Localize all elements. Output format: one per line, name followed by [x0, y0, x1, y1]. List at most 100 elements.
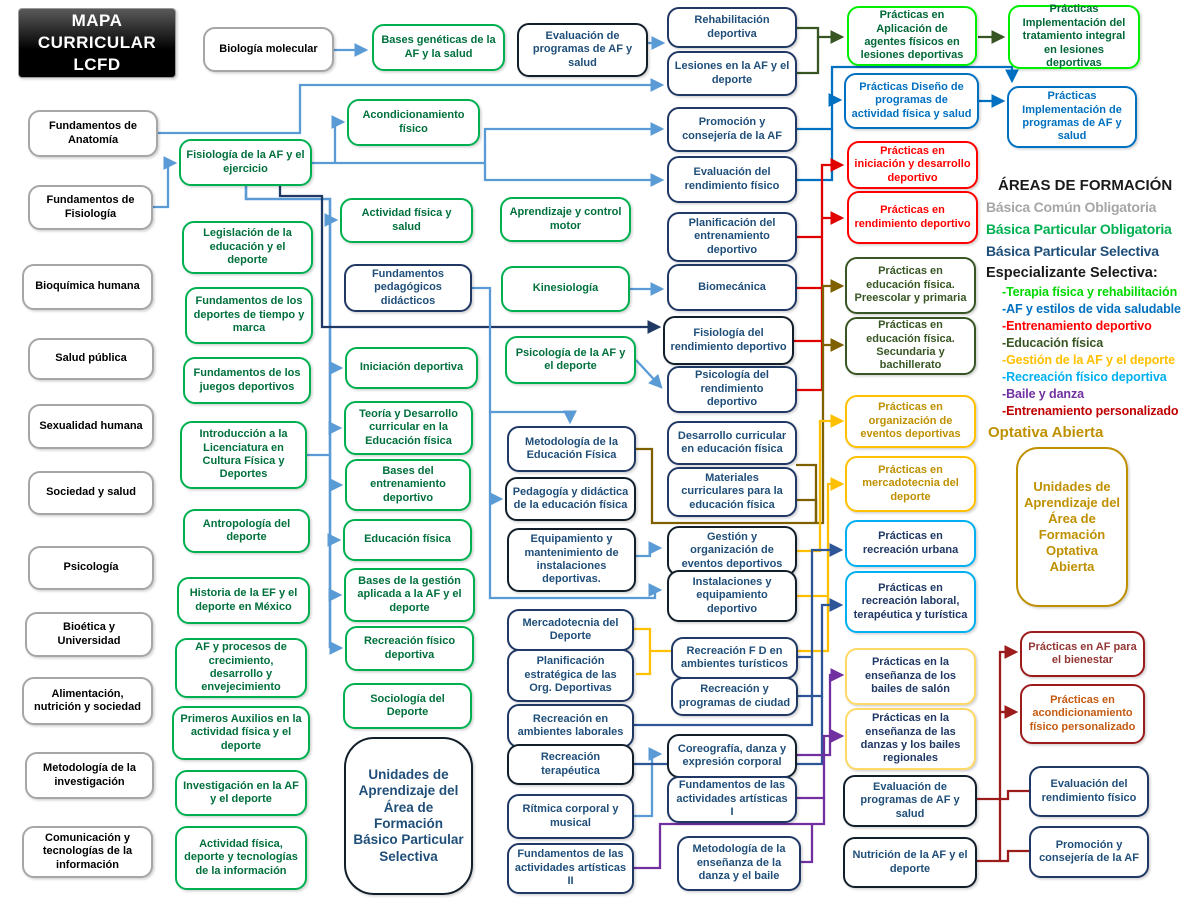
- node-label-recreacion-ambientes-laborales: Recreación en ambientes laborales: [517, 712, 624, 738]
- node-kinesiologia: Kinesiología: [501, 266, 630, 312]
- node-label-fisiologia-af-ejercicio: Fisiología de la AF y el ejercicio: [186, 149, 305, 175]
- legend-item-7: -Entrenamiento personalizado: [1002, 404, 1179, 418]
- node-practicas-agentes-fisicos: Prácticas en Aplicación de agentes físic…: [847, 6, 977, 66]
- node-label-ritmica-corporal: Rítmica corporal y musical: [522, 803, 619, 829]
- node-practicas-recreacion-laboral: Prácticas en recreación laboral, terapéu…: [845, 571, 976, 633]
- node-practicas-implementacion-tratamiento: Prácticas Implementación del tratamiento…: [1008, 3, 1140, 69]
- node-practicas-rendimiento: Prácticas en rendimiento deportivo: [847, 191, 978, 244]
- edge-lb: [635, 359, 663, 389]
- node-label-practicas-acondicionamiento-personalizado: Prácticas en acondicionamiento físico pe…: [1029, 693, 1136, 733]
- legend: ÁREAS DE FORMACIÓN Básica Común Obligato…: [986, 176, 1198, 420]
- node-label-rehabilitacion-deportiva: Rehabilitación deportiva: [694, 14, 770, 40]
- node-label-evaluacion-rendimiento-bottom: Evaluación del rendimiento físico: [1041, 778, 1137, 804]
- node-recreacion-terapeutica: Recreación terapéutica: [507, 744, 634, 785]
- node-label-practicas-af-bienestar: Prácticas en AF para el bienestar: [1028, 640, 1137, 666]
- node-bioetica-universidad: Bioética y Universidad: [25, 612, 153, 657]
- node-evaluacion-rendimiento-bottom: Evaluación del rendimiento físico: [1029, 766, 1149, 817]
- node-bases-gestion: Bases de la gestión aplicada a la AF y e…: [344, 568, 475, 622]
- node-unidades-optativa: Unidades de Aprendizaje del Área de Form…: [1016, 447, 1128, 607]
- edge-bl: [796, 129, 834, 182]
- edge-nb: [798, 598, 844, 698]
- node-label-fisiologia-rendimiento: Fisiología del rendimiento deportivo: [670, 327, 787, 353]
- node-label-antropologia-deporte: Antropología del deporte: [202, 517, 291, 543]
- node-psicologia-rendimiento: Psicología del rendimiento deportivo: [667, 366, 797, 413]
- edge-ma: [1000, 789, 1029, 801]
- node-label-practicas-recreacion-laboral: Prácticas en recreación laboral, terapéu…: [853, 581, 968, 621]
- node-recreacion-fisico-deportiva: Recreación físico deportiva: [345, 626, 474, 671]
- edge-dg: [796, 37, 820, 75]
- node-sexualidad-humana: Sexualidad humana: [28, 404, 154, 449]
- node-legislacion-educacion: Legislación de la educación y el deporte: [182, 221, 313, 274]
- legend-item-3: -Educación física: [1002, 336, 1104, 350]
- node-iniciacion-deportiva: Iniciación deportiva: [345, 347, 478, 389]
- node-practicas-ef-preescolar: Prácticas en educación física. Preescola…: [845, 257, 976, 314]
- edge-pu: [796, 729, 845, 800]
- edge-bl: [830, 65, 1019, 100]
- node-label-nutricion-af-deporte: Nutrición de la AF y el deporte: [852, 849, 968, 875]
- node-label-fundamentos-pedagogicos: Fundamentos pedagógicos didácticos: [371, 267, 445, 307]
- node-label-sexualidad-humana: Sexualidad humana: [39, 419, 143, 432]
- node-label-lesiones-af-deporte: Lesiones en la AF y el deporte: [674, 60, 790, 86]
- node-fisiologia-af-ejercicio: Fisiología de la AF y el ejercicio: [179, 139, 312, 186]
- edge-dn: [278, 186, 662, 334]
- node-label-fundamentos-artisticas-1: Fundamentos de las actividades artística…: [676, 779, 788, 819]
- node-bases-entrenamiento: Bases del entrenamiento deportivo: [345, 459, 471, 511]
- node-label-equipamiento-mantenimiento: Equipamiento y mantenimiento de instalac…: [524, 533, 619, 586]
- node-label-recreacion-programas-ciudad: Recreación y programas de ciudad: [678, 683, 791, 709]
- node-label-mercadotecnia-deporte: Mercadotecnia del Deporte: [522, 616, 619, 642]
- edge-ma: [977, 645, 1019, 801]
- node-label-psicologia: Psicología: [63, 561, 119, 574]
- node-unidades-bps: Unidades de Aprendizaje del Área de Form…: [344, 737, 473, 895]
- node-label-evaluacion-rendimiento-top: Evaluación del rendimiento físico: [684, 166, 780, 192]
- node-label-pedagogia-didactica: Pedagogía y didáctica de la educación fí…: [512, 485, 629, 511]
- node-psicologia: Psicología: [28, 546, 154, 590]
- node-equipamiento-mantenimiento: Equipamiento y mantenimiento de instalac…: [507, 528, 636, 592]
- node-practicas-acondicionamiento-personalizado: Prácticas en acondicionamiento físico pe…: [1020, 684, 1145, 744]
- node-label-salud-publica: Salud pública: [55, 352, 127, 365]
- node-label-historia-ef-mexico: Historia de la EF y el deporte en México: [189, 587, 298, 613]
- node-fundamentos-artisticas-2: Fundamentos de las actividades artística…: [507, 843, 634, 894]
- node-practicas-danzas-regionales: Prácticas en la enseñanza de las danzas …: [845, 708, 976, 770]
- node-fundamentos-anatomia: Fundamentos de Anatomía: [28, 110, 158, 157]
- node-alimentacion-nutricion: Alimentación, nutrición y sociedad: [22, 677, 153, 725]
- node-biologia-molecular: Biología molecular: [203, 27, 334, 72]
- node-fisiologia-rendimiento: Fisiología del rendimiento deportivo: [663, 316, 794, 365]
- node-metodologia-educacion-fisica: Metodología de la Educación Física: [507, 426, 636, 472]
- node-label-unidades-optativa: Unidades de Aprendizaje del Área de Form…: [1023, 479, 1121, 574]
- edge-nb: [634, 657, 814, 727]
- node-label-instalaciones-equipamiento: Instalaciones y equipamiento deportivo: [692, 575, 772, 615]
- legend-item-5: -Recreación físico deportiva: [1002, 370, 1167, 384]
- node-lesiones-af-deporte: Lesiones en la AF y el deporte: [667, 51, 797, 96]
- node-label-bases-entrenamiento: Bases del entrenamiento deportivo: [370, 464, 446, 504]
- node-label-psicologia-rendimiento: Psicología del rendimiento deportivo: [695, 369, 769, 409]
- node-practicas-af-bienestar: Prácticas en AF para el bienestar: [1020, 631, 1145, 677]
- node-label-fundamentos-anatomia: Fundamentos de Anatomía: [48, 120, 137, 146]
- node-label-practicas-implementacion-programas: Prácticas Implementación de programas de…: [1022, 90, 1122, 143]
- node-label-unidades-bps: Unidades de Aprendizaje del Área de Form…: [353, 766, 464, 864]
- node-fundamentos-artisticas-1: Fundamentos de las actividades artística…: [667, 776, 797, 823]
- edge-pu: [634, 798, 826, 870]
- edge-or: [634, 627, 652, 676]
- edge-lb: [636, 541, 663, 558]
- node-aprendizaje-control-motor: Aprendizaje y control motor: [500, 197, 631, 242]
- node-label-bases-gestion: Bases de la gestión aplicada a la AF y e…: [357, 574, 462, 614]
- node-label-deportes-tiempo-marca: Fundamentos de los deportes de tiempo y …: [193, 295, 305, 335]
- node-label-evaluacion-programas-bottom: Evaluación de programas de AF y salud: [860, 780, 960, 820]
- edge-or: [796, 414, 845, 553]
- node-primeros-auxilios: Primeros Auxilios en la actividad física…: [172, 706, 310, 760]
- node-biomecanica: Biomecánica: [667, 264, 797, 311]
- node-fundamentos-pedagogicos: Fundamentos pedagógicos didácticos: [344, 264, 472, 312]
- node-label-practicas-bailes-salon: Prácticas en la enseñanza de los bailes …: [864, 656, 957, 696]
- node-promocion-consejeria-bottom: Promoción y consejería de la AF: [1029, 826, 1149, 878]
- node-label-promocion-consejeria-top: Promoción y consejería de la AF: [682, 116, 782, 142]
- node-label-biomecanica: Biomecánica: [698, 280, 766, 293]
- node-evaluacion-programas-bottom: Evaluación de programas de AF y salud: [843, 775, 977, 827]
- node-juegos-deportivos: Fundamentos de los juegos deportivos: [183, 357, 311, 404]
- edge-lb: [488, 412, 663, 600]
- node-label-coreografia-danza: Coreografía, danza y expresión corporal: [677, 742, 787, 768]
- node-practicas-implementacion-programas: Prácticas Implementación de programas de…: [1007, 86, 1137, 148]
- node-antropologia-deporte: Antropología del deporte: [183, 509, 310, 553]
- node-deportes-tiempo-marca: Fundamentos de los deportes de tiempo y …: [185, 287, 313, 344]
- node-recreacion-fd-turisticos: Recreación F D en ambientes turísticos: [671, 637, 798, 679]
